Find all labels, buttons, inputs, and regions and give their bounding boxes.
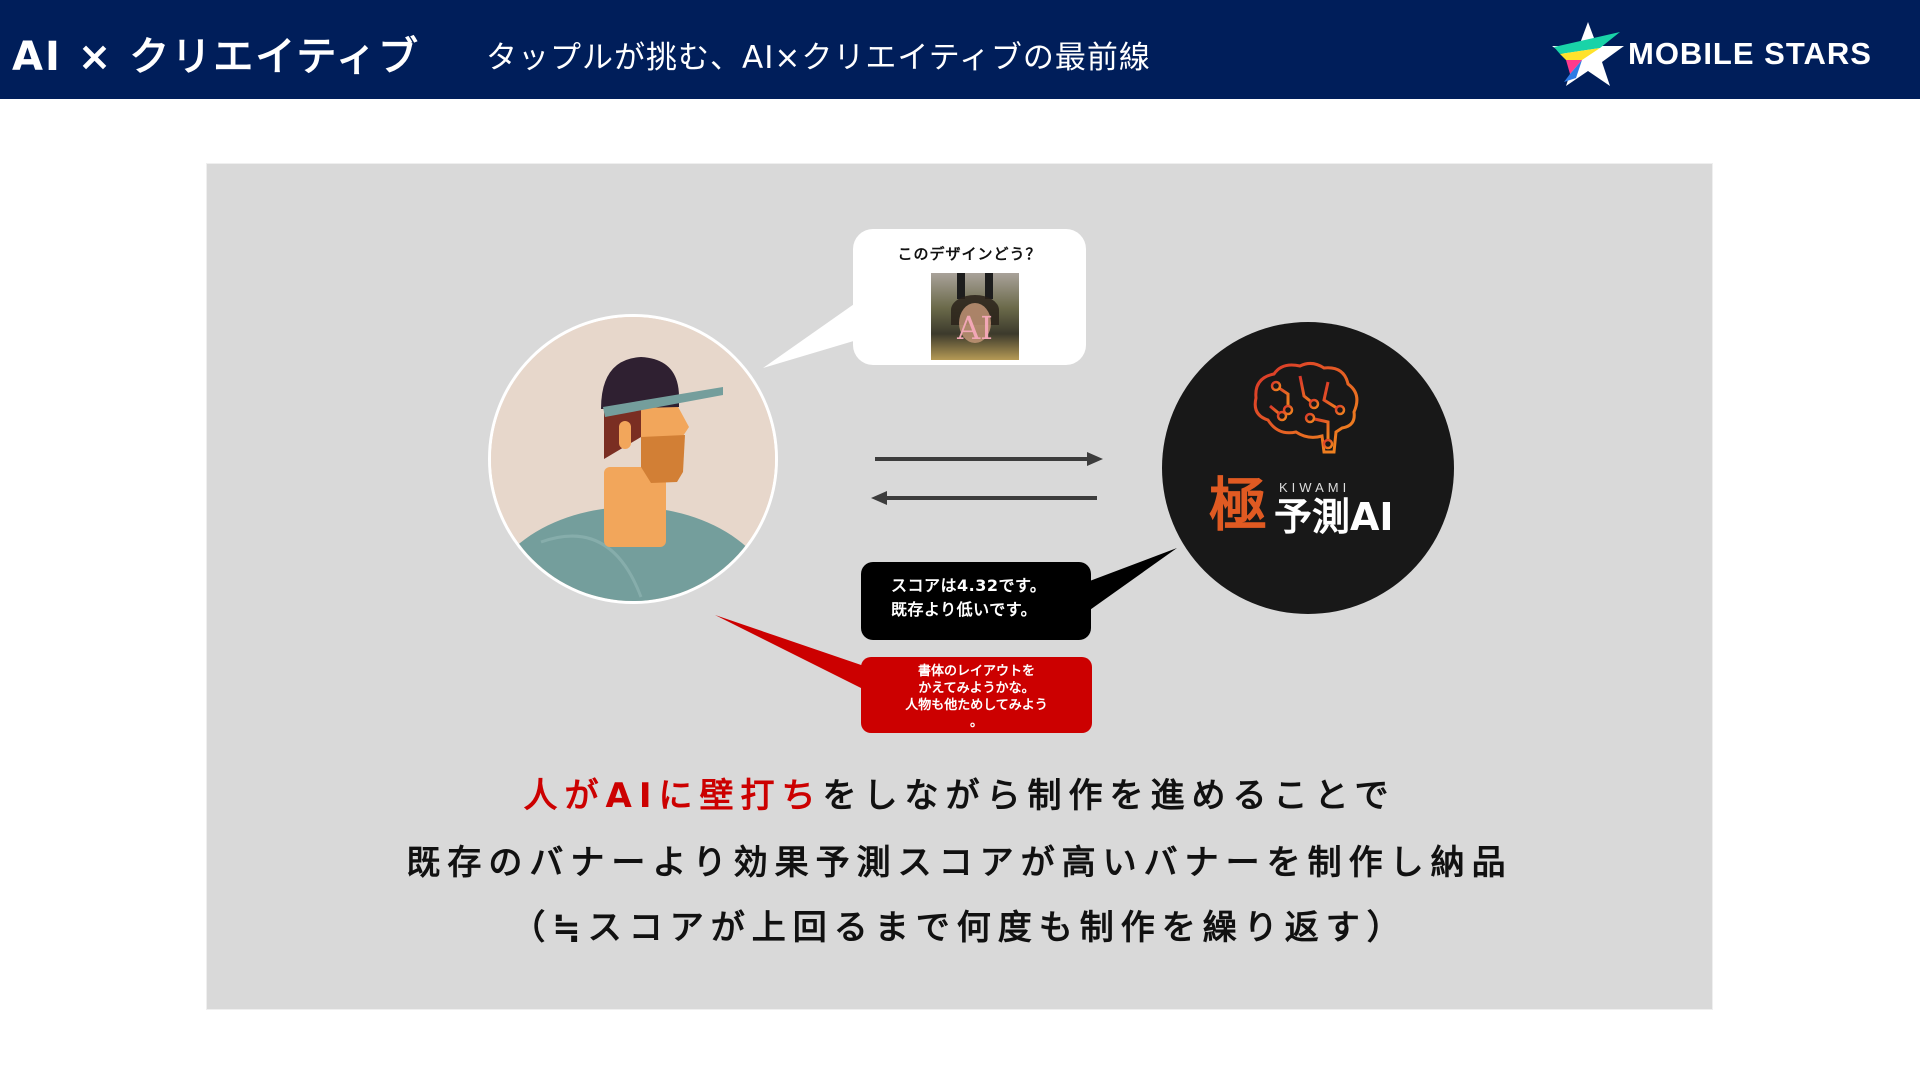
rainbow-star-icon (1552, 22, 1624, 86)
kiwami-ai-logo: KIWAMI 極 予測AI (1162, 322, 1454, 614)
reply-bubble: 書体のレイアウトを かえてみようかな。 人物も他ためしてみよう 。 (861, 657, 1092, 733)
mobile-stars-logo: MOBILE STARS (1552, 20, 1902, 88)
statement-line-1: 人がAIに壁打ちをしながら制作を進めることで (207, 768, 1712, 817)
statement-line-3: （≒スコアが上回るまで何度も制作を繰り返す） (511, 908, 1408, 948)
page-subtitle: タップルが挑む、AI×クリエイティブの最前線 (486, 40, 1151, 76)
kiwami-label: KIWAMI (1279, 480, 1351, 495)
question-bubble: このデザインどう？ AI (853, 229, 1086, 365)
ai-name: 予測AI (1274, 495, 1394, 539)
question-bubble-tail (763, 302, 857, 368)
reply-bubble-tail (715, 615, 867, 691)
page-title: AI × クリエイティブ (12, 34, 421, 80)
exchange-arrows (871, 452, 1103, 505)
arrow-left-icon (871, 491, 1097, 505)
arrow-right-icon (875, 452, 1103, 466)
statement-highlight: 人がAIに壁打ち (523, 776, 823, 816)
brain-circuit-icon (1253, 361, 1359, 454)
score-bubble: スコアは4.32です。 既存より低いです。 (861, 562, 1091, 640)
header-bar: AI × クリエイティブ タップルが挑む、AI×クリエイティブの最前線 MOBI… (0, 0, 1920, 99)
score-bubble-tail (1087, 548, 1177, 612)
person-avatar (488, 314, 778, 604)
score-text: スコアは4.32です。 既存より低いです。 (891, 576, 1047, 619)
statement-line-1-rest: をしながら制作を進めることで (822, 776, 1396, 816)
question-text: このデザインどう？ (897, 245, 1042, 263)
person-avatar-icon (491, 317, 775, 601)
reply-text: 書体のレイアウトを かえてみようかな。 人物も他ためしてみよう 。 (905, 664, 1048, 730)
kiwami-kanji: 極 (1209, 471, 1268, 539)
statement-line-2: 既存のバナーより効果予測スコアが高いバナーを制作し納品 (406, 843, 1513, 883)
logo-text: MOBILE STARS (1628, 36, 1872, 71)
thumbnail-text: AI (957, 309, 993, 347)
diagram-panel: このデザインどう？ AI (206, 163, 1713, 1010)
banner-thumbnail-image: AI (931, 273, 1019, 360)
